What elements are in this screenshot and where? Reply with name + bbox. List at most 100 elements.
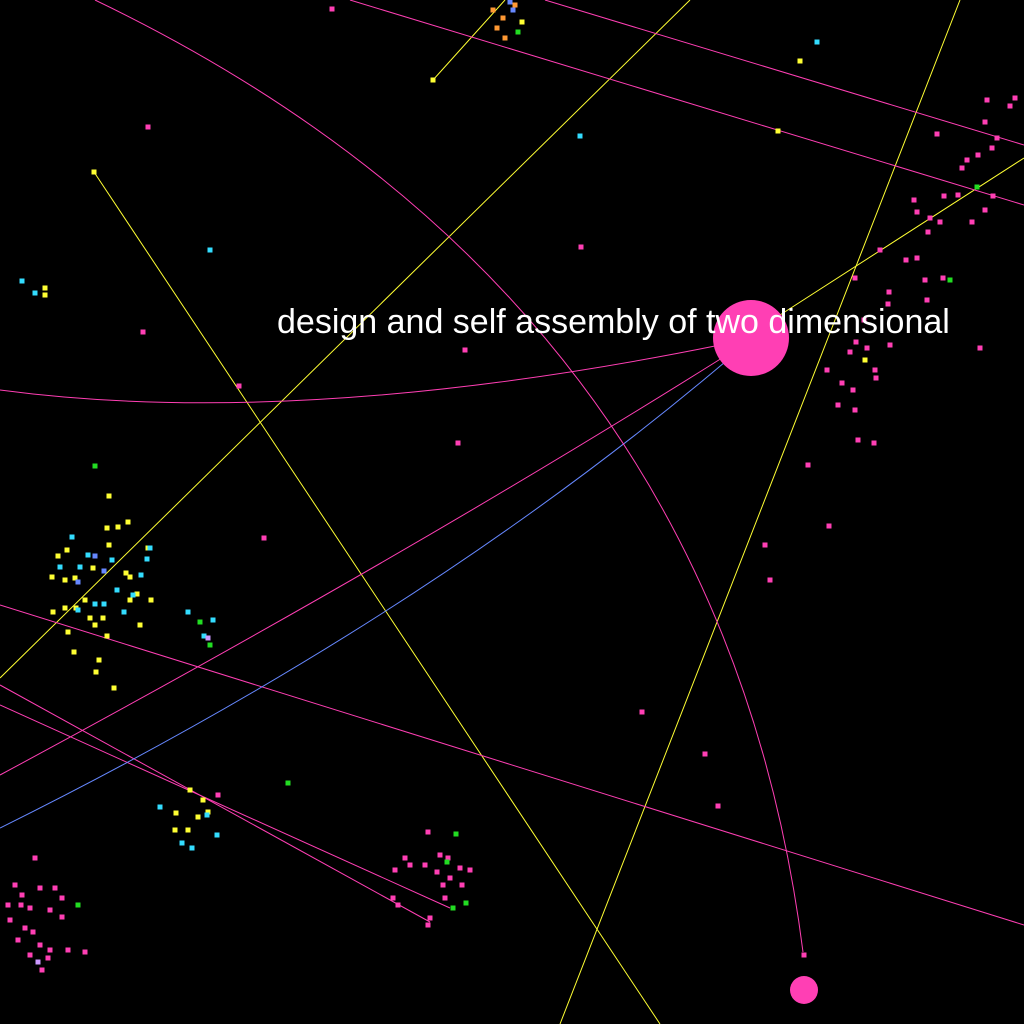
- graph-node: [872, 367, 878, 373]
- graph-node: [47, 947, 53, 953]
- graph-node: [427, 915, 433, 921]
- graph-node: [30, 929, 36, 935]
- graph-node: [914, 209, 920, 215]
- graph-edge: [432, 0, 506, 81]
- graph-node: [32, 855, 38, 861]
- graph-node: [425, 922, 431, 928]
- graph-edge: [544, 0, 1024, 146]
- graph-node: [941, 193, 947, 199]
- graph-node: [215, 792, 221, 798]
- graph-node: [200, 797, 206, 803]
- graph-node: [82, 949, 88, 955]
- graph-node: [91, 169, 97, 175]
- graph-node: [15, 937, 21, 943]
- graph-node: [109, 557, 115, 563]
- graph-node: [138, 572, 144, 578]
- graph-node: [205, 635, 211, 641]
- graph-node: [450, 905, 456, 911]
- graph-edge: [94, 0, 804, 953]
- graph-node: [179, 840, 185, 846]
- graph-node: [1007, 103, 1013, 109]
- graph-node: [204, 812, 210, 818]
- graph-node: [853, 339, 859, 345]
- graph-node: [32, 290, 38, 296]
- graph-node: [824, 367, 830, 373]
- graph-node: [82, 597, 88, 603]
- graph-node: [839, 380, 845, 386]
- graph-node: [236, 383, 242, 389]
- graph-node: [185, 609, 191, 615]
- graph-node: [5, 902, 11, 908]
- graph-node: [507, 0, 513, 5]
- graph-node: [453, 831, 459, 837]
- graph-node: [12, 882, 18, 888]
- graph-node: [62, 577, 68, 583]
- secondary-node: [790, 976, 818, 1004]
- graph-node: [85, 552, 91, 558]
- graph-node: [210, 617, 216, 623]
- graph-node: [52, 885, 58, 891]
- graph-node: [767, 577, 773, 583]
- graph-node: [123, 570, 129, 576]
- graph-node: [27, 952, 33, 958]
- graph-edge: [93, 171, 661, 1024]
- graph-node: [42, 292, 48, 298]
- graph-node: [977, 345, 983, 351]
- graph-node: [850, 387, 856, 393]
- graph-node: [49, 574, 55, 580]
- graph-node: [500, 15, 506, 21]
- graph-node: [195, 814, 201, 820]
- graph-node: [187, 787, 193, 793]
- graph-node: [92, 622, 98, 628]
- graph-node: [100, 615, 106, 621]
- graph-node: [922, 277, 928, 283]
- graph-node: [137, 622, 143, 628]
- graph-node: [457, 865, 463, 871]
- graph-node: [402, 855, 408, 861]
- graph-node: [639, 709, 645, 715]
- graph-node: [852, 275, 858, 281]
- graph-node: [92, 601, 98, 607]
- graph-node: [104, 525, 110, 531]
- graph-node: [62, 605, 68, 611]
- graph-node: [93, 669, 99, 675]
- graph-node: [147, 545, 153, 551]
- graph-node: [877, 247, 883, 253]
- graph-node: [515, 29, 521, 35]
- graph-node: [459, 882, 465, 888]
- graph-node: [75, 607, 81, 613]
- graph-node: [463, 900, 469, 906]
- graph-node: [92, 463, 98, 469]
- graph-node: [42, 285, 48, 291]
- graph-node: [805, 462, 811, 468]
- graph-edge: [559, 0, 961, 1024]
- graph-edge: [0, 361, 726, 829]
- graph-node: [106, 542, 112, 548]
- graph-node: [27, 905, 33, 911]
- graph-node: [114, 587, 120, 593]
- graph-node: [18, 902, 24, 908]
- graph-node: [39, 967, 45, 973]
- graph-node: [871, 440, 877, 446]
- graph-node: [50, 609, 56, 615]
- graph-node: [101, 601, 107, 607]
- graph-node: [864, 345, 870, 351]
- graph-node: [144, 556, 150, 562]
- graph-node: [395, 902, 401, 908]
- graph-node: [1012, 95, 1018, 101]
- graph-node: [885, 301, 891, 307]
- graph-node: [512, 2, 518, 8]
- graph-node: [762, 542, 768, 548]
- graph-node: [77, 564, 83, 570]
- graph-node: [494, 25, 500, 31]
- graph-node: [974, 184, 980, 190]
- graph-node: [104, 633, 110, 639]
- graph-node: [927, 215, 933, 221]
- graph-node: [37, 885, 43, 891]
- graph-node: [510, 7, 516, 13]
- graph-node: [947, 277, 953, 283]
- graph-node: [261, 535, 267, 541]
- graph-node: [940, 275, 946, 281]
- graph-node: [7, 917, 13, 923]
- graph-node: [887, 342, 893, 348]
